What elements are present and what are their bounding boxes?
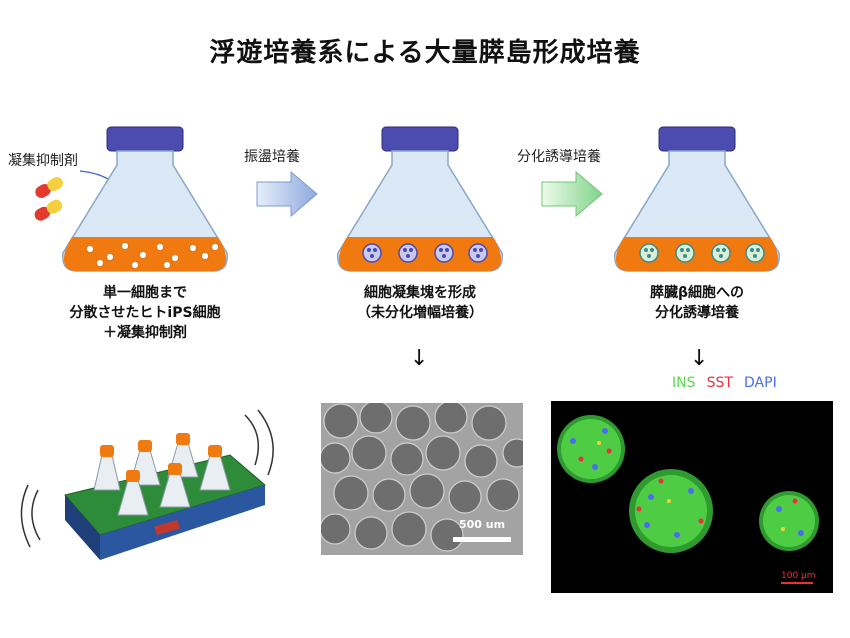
legend-ins: INS <box>672 375 696 391</box>
arrow-label-differentiation: 分化誘導培養 <box>517 149 601 165</box>
caption-step1-line2: 分散させたヒトiPS細胞 <box>69 305 221 321</box>
caption-step1-line3: ＋凝集抑制剤 <box>103 325 187 341</box>
micrograph-aggregates: 500 um <box>321 403 523 555</box>
shaker-with-flasks <box>20 409 274 560</box>
process-arrow-blue <box>256 170 318 218</box>
inhibitor-label: 凝集抑制剤 <box>8 153 78 169</box>
caption-step1: 単一細胞まで 分散させたヒトiPS細胞 ＋凝集抑制剤 <box>25 283 265 343</box>
flask-single-cells <box>62 126 228 272</box>
micrograph-spheres <box>321 403 523 555</box>
legend-sst: SST <box>706 375 733 391</box>
caption-step3-line2: 分化誘導培養 <box>655 305 739 321</box>
fluorescence-image: 100 µm <box>551 401 833 593</box>
scalebar-label-micro: 500 um <box>459 518 506 531</box>
caption-step1-line1: 単一細胞まで <box>103 285 187 301</box>
down-arrow-micro: ↓ <box>410 346 429 371</box>
caption-step2-line2: （未分化増幅培養） <box>357 305 483 321</box>
caption-step2: 細胞凝集塊を形成 （未分化増幅培養） <box>300 283 540 323</box>
process-arrow-green <box>541 170 603 218</box>
stain-legend: INS SST DAPI <box>672 372 783 391</box>
fluorescence-islets <box>551 401 833 593</box>
caption-step3: 膵臓β細胞への 分化誘導培養 <box>577 283 817 323</box>
flask-differentiated <box>614 126 780 272</box>
caption-step2-line1: 細胞凝集塊を形成 <box>364 285 476 301</box>
caption-step3-line1: 膵臓β細胞への <box>649 285 745 301</box>
scalebar-label-fluor: 100 µm <box>781 571 816 581</box>
arrow-label-shaking: 振盪培養 <box>244 149 300 165</box>
legend-dapi: DAPI <box>744 375 777 391</box>
page-title: 浮遊培養系による大量膵島形成培養 <box>209 38 641 68</box>
flask-aggregates <box>337 126 503 272</box>
down-arrow-fluor: ↓ <box>690 346 709 371</box>
